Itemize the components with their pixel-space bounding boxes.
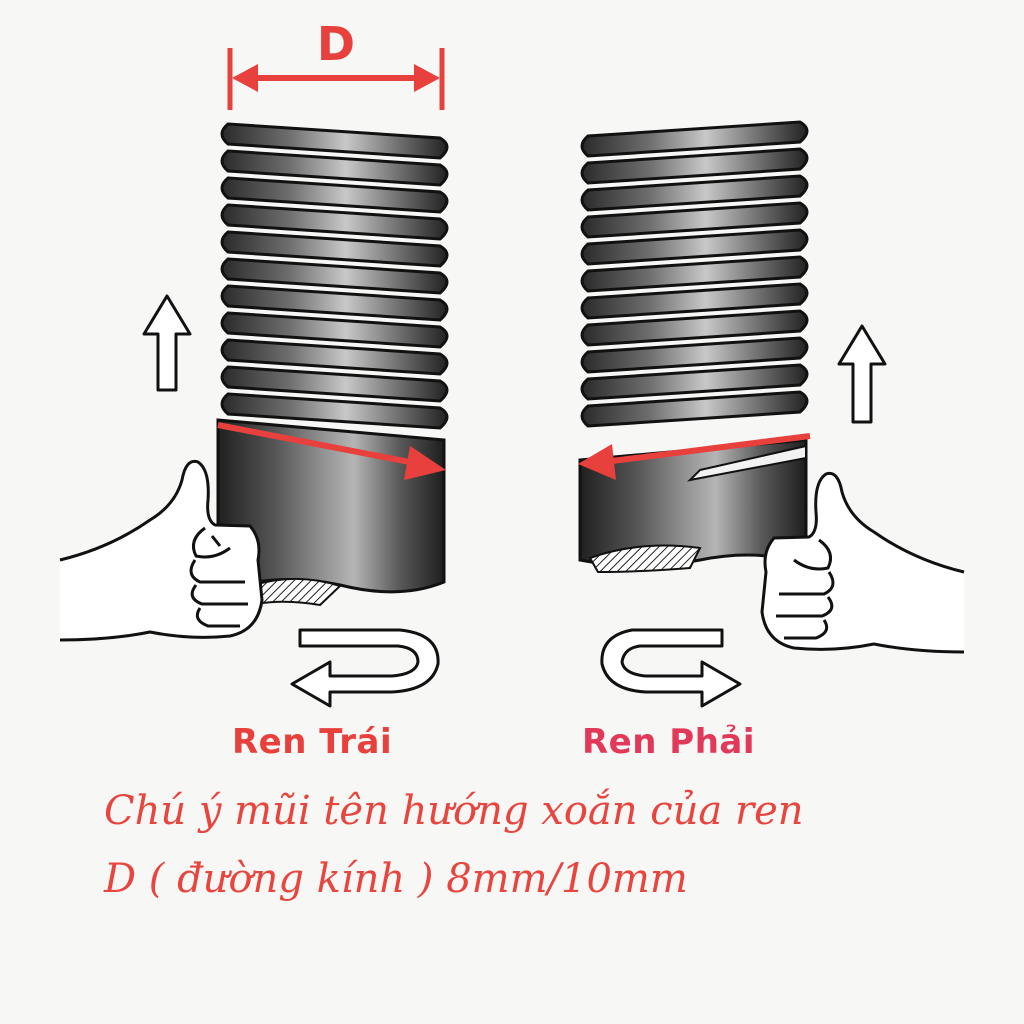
thread-coil xyxy=(580,255,809,293)
thread-coil xyxy=(220,311,449,349)
thread-coil xyxy=(220,284,449,322)
up-arrow-icon xyxy=(837,324,887,424)
thread-coil xyxy=(220,203,449,241)
thread-coil xyxy=(580,336,809,374)
thread-coil xyxy=(580,201,809,239)
thread-coil xyxy=(220,122,449,160)
left-hand-thread-bolt xyxy=(216,122,449,608)
rotation-arrow-icon xyxy=(290,628,440,708)
thread-coil xyxy=(220,230,449,268)
thumb-up-hand-icon xyxy=(760,471,965,654)
thread-coil xyxy=(580,390,809,428)
right-hand-thread-bolt xyxy=(578,120,809,574)
rotation-arrow-icon xyxy=(600,628,742,708)
thread-coil xyxy=(220,338,449,376)
thread-coil xyxy=(220,365,449,403)
thread-coil xyxy=(580,120,809,158)
thread-coil xyxy=(580,228,809,266)
left-helix-arrow xyxy=(217,422,446,480)
thread-coil xyxy=(220,176,449,214)
thread-coil xyxy=(220,149,449,187)
right-thread-coils xyxy=(580,120,809,428)
left-thread-coils xyxy=(220,122,449,430)
thread-coil xyxy=(580,174,809,212)
left-thread-label: Ren Trái xyxy=(232,722,393,762)
thread-coil xyxy=(580,147,809,185)
diameter-note: D ( đường kính ) 8mm/10mm xyxy=(104,856,688,902)
right-helix-arrow xyxy=(578,433,811,480)
diameter-dimension: D xyxy=(227,17,445,110)
helix-direction-note: Chú ý mũi tên hướng xoắn của ren xyxy=(104,788,804,834)
up-arrow-icon xyxy=(142,294,192,392)
thread-coil xyxy=(220,257,449,295)
thread-coil xyxy=(580,363,809,401)
right-thread-label: Ren Phải xyxy=(582,722,756,762)
thread-coil xyxy=(580,309,809,347)
diameter-label: D xyxy=(317,17,355,71)
thumb-up-hand-icon xyxy=(59,459,264,642)
thread-coil xyxy=(580,282,809,320)
thread-coil xyxy=(220,392,449,430)
